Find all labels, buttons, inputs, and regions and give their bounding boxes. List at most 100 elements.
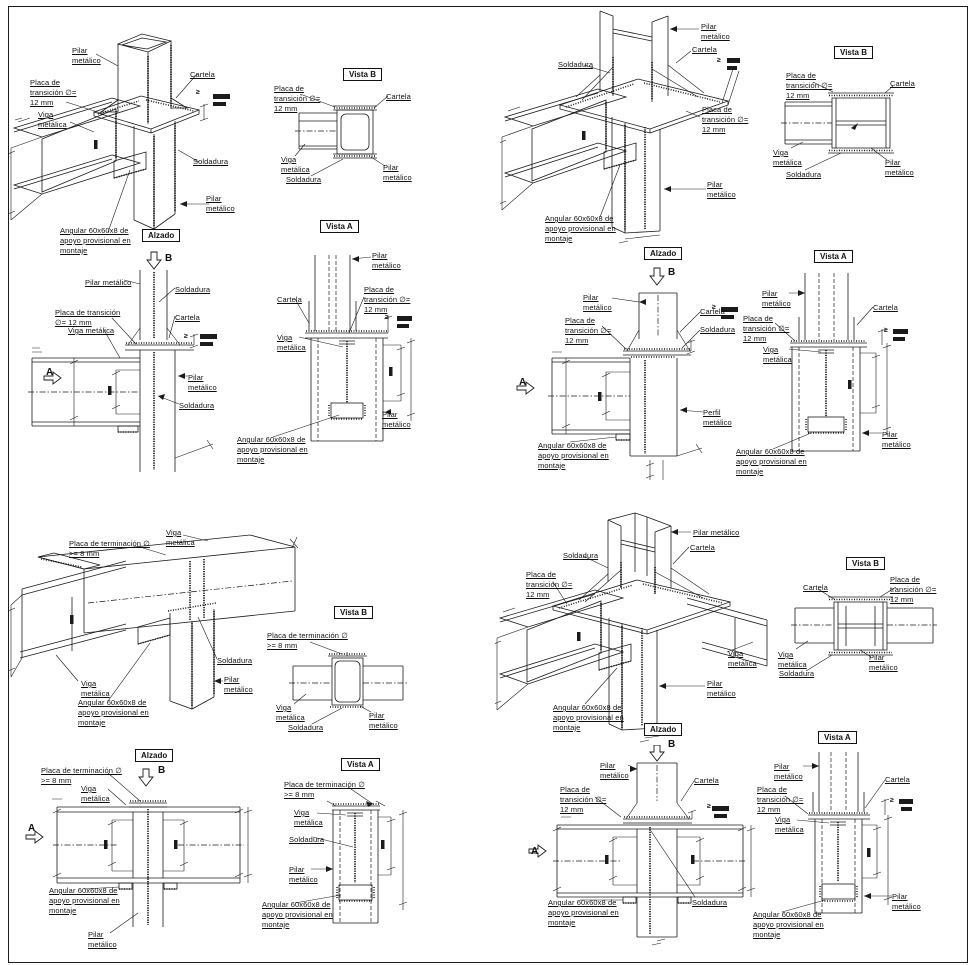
bottom-right-vista_a-title: Vista A bbox=[818, 731, 857, 744]
q4-vista-b-drawing bbox=[791, 586, 937, 672]
soldadura-label: Soldadura bbox=[289, 835, 325, 844]
cartela-label: Cartela bbox=[386, 92, 411, 101]
q1-alzado-drawing bbox=[28, 251, 217, 472]
q3-alzado-drawing bbox=[25, 768, 253, 934]
soldadura-label: Soldadura bbox=[692, 898, 728, 907]
section-letter-a: A bbox=[519, 377, 527, 388]
viga-metalica-label: Viga metálica bbox=[68, 326, 115, 335]
cartela-label: Cartela bbox=[890, 79, 915, 88]
q1-vista-a-drawing bbox=[272, 255, 416, 442]
top-left-vista_a-title: Vista A bbox=[320, 220, 359, 233]
top-right-vista_a-title: Vista A bbox=[814, 250, 853, 263]
sheet-frame bbox=[8, 6, 968, 963]
soldadura-label: Soldadura bbox=[700, 325, 736, 334]
placa-transicion-label: Placa de transición∅= 12 mm bbox=[55, 308, 121, 327]
section-letter-a: A bbox=[46, 367, 54, 378]
dim-mark: ≥ bbox=[884, 327, 888, 334]
section-letter-a: A bbox=[531, 846, 539, 857]
section-letter-b: B bbox=[668, 267, 676, 278]
top-left-alzado-title: Alzado bbox=[142, 229, 181, 242]
q2-alzado-drawing bbox=[516, 267, 738, 480]
placa-terminacion-label: Placa de terminación ∅>= 8 mm bbox=[267, 631, 348, 650]
pilar-metalico-label: Pilar metálico bbox=[85, 278, 132, 287]
cartela-label: Cartela bbox=[803, 583, 828, 592]
bottom-right-alzado-title: Alzado bbox=[644, 723, 683, 736]
q3-vista-a-drawing bbox=[294, 786, 408, 924]
soldadura-label: Soldadura bbox=[558, 60, 594, 69]
q3-isometric-drawing bbox=[8, 534, 298, 710]
cartela-label: Cartela bbox=[175, 313, 200, 322]
dim-mark: ≥ bbox=[707, 803, 711, 810]
placa-terminacion-label: Placa de terminación ∅>= 8 mm bbox=[41, 766, 122, 785]
q2-vista-b-drawing bbox=[781, 81, 894, 171]
soldadura-label: Soldadura bbox=[175, 285, 211, 294]
cartela-label: Cartela bbox=[277, 295, 302, 304]
soldadura-label: Soldadura bbox=[563, 551, 599, 560]
soldadura-label: Soldadura bbox=[288, 723, 324, 732]
cartela-label: Cartela bbox=[873, 303, 898, 312]
q4-alzado-drawing bbox=[528, 745, 756, 946]
q2-isometric-drawing bbox=[500, 10, 740, 244]
placa-terminacion-label: Placa de terminación ∅>= 8 mm bbox=[284, 780, 365, 799]
dim-mark: ≥ bbox=[890, 797, 894, 804]
dim-mark: ≥ bbox=[184, 333, 188, 340]
soldadura-label: Soldadura bbox=[786, 170, 822, 179]
dim-mark: ≥ bbox=[712, 304, 716, 311]
soldadura-label: Soldadura bbox=[779, 669, 815, 678]
soldadura-label: Soldadura bbox=[286, 175, 322, 184]
pilar-metalico-label: Pilar metálico bbox=[693, 528, 740, 537]
cartela-label: Cartela bbox=[692, 45, 717, 54]
q1-vista-b-drawing bbox=[294, 93, 389, 177]
section-letter-b: B bbox=[158, 765, 166, 776]
dim-mark: ≥ bbox=[196, 89, 200, 96]
section-letter-a: A bbox=[28, 823, 36, 834]
section-letter-b: B bbox=[165, 253, 173, 264]
soldadura-label: Soldadura bbox=[217, 656, 253, 665]
